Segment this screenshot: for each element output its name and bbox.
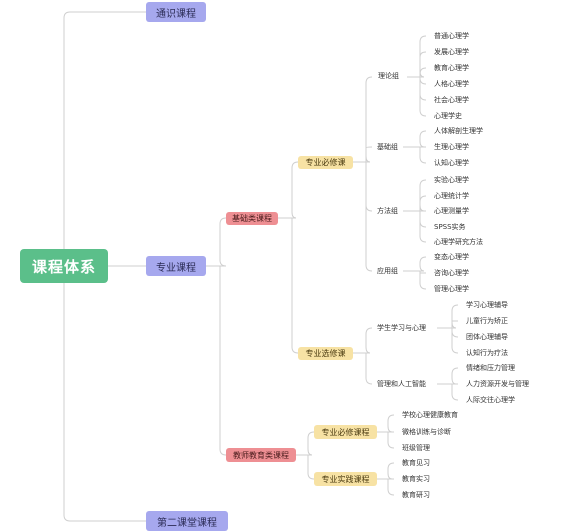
leaf-physiological-psychology[interactable]: 生理心理学: [434, 143, 469, 151]
teacher-required-node[interactable]: 专业必修课程: [314, 425, 377, 439]
leaf-educational-psychology[interactable]: 教育心理学: [434, 64, 469, 72]
leaf-learning-counseling[interactable]: 学习心理辅导: [466, 301, 508, 309]
leaf-education-internship[interactable]: 教育实习: [402, 475, 430, 483]
leaf-school-mental-health[interactable]: 学校心理健康教育: [402, 411, 458, 419]
leaf-psych-measurement[interactable]: 心理测量学: [434, 207, 469, 215]
group-theory[interactable]: 理论组: [378, 72, 399, 80]
leaf-general-psychology[interactable]: 普通心理学: [434, 32, 469, 40]
leaf-interpersonal[interactable]: 人际交往心理学: [466, 396, 515, 404]
group-method[interactable]: 方法组: [377, 207, 398, 215]
leaf-psych-statistics[interactable]: 心理统计学: [434, 192, 469, 200]
group-applied[interactable]: 应用组: [377, 267, 398, 275]
required-course-node[interactable]: 专业必修课: [298, 156, 353, 169]
basic-course-node[interactable]: 基础类课程: [226, 212, 278, 225]
leaf-developmental-psychology[interactable]: 发展心理学: [434, 48, 469, 56]
leaf-class-management[interactable]: 班级管理: [402, 444, 430, 452]
leaf-counseling-psychology[interactable]: 咨询心理学: [434, 269, 469, 277]
root-node[interactable]: 课程体系: [20, 249, 108, 283]
leaf-management-psychology[interactable]: 管理心理学: [434, 285, 469, 293]
leaf-abnormal-psychology[interactable]: 变态心理学: [434, 253, 469, 261]
second-classroom-node[interactable]: 第二课堂课程: [146, 511, 228, 531]
leaf-microteaching[interactable]: 微格训练与诊断: [402, 428, 451, 436]
teacher-practice-node[interactable]: 专业实践课程: [314, 472, 377, 486]
leaf-personality-psychology[interactable]: 人格心理学: [434, 80, 469, 88]
teacher-education-node[interactable]: 教师教育类课程: [226, 448, 296, 462]
leaf-education-observation[interactable]: 教育见习: [402, 459, 430, 467]
leaf-experimental-psychology[interactable]: 实验心理学: [434, 176, 469, 184]
leaf-human-resources[interactable]: 人力资源开发与管理: [466, 380, 529, 388]
leaf-education-research[interactable]: 教育研习: [402, 491, 430, 499]
group-management[interactable]: 管理和人工智能: [377, 380, 426, 388]
group-foundation[interactable]: 基础组: [377, 143, 398, 151]
major-course-node[interactable]: 专业课程: [146, 256, 206, 276]
leaf-group-counseling[interactable]: 团体心理辅导: [466, 333, 508, 341]
leaf-anatomy-physiology[interactable]: 人体解剖生理学: [434, 127, 483, 135]
leaf-child-behavior[interactable]: 儿童行为矫正: [466, 317, 508, 325]
leaf-research-methods[interactable]: 心理学研究方法: [434, 238, 483, 246]
group-learning[interactable]: 学生学习与心理: [377, 324, 426, 332]
leaf-history-psychology[interactable]: 心理学史: [434, 112, 462, 120]
general-course-node[interactable]: 通识课程: [146, 2, 206, 22]
leaf-emotion-stress[interactable]: 情绪和压力管理: [466, 364, 515, 372]
elective-course-node[interactable]: 专业选修课: [298, 347, 353, 360]
leaf-cognitive-psychology[interactable]: 认知心理学: [434, 159, 469, 167]
leaf-social-psychology[interactable]: 社会心理学: [434, 96, 469, 104]
leaf-cbt[interactable]: 认知行为疗法: [466, 349, 508, 357]
leaf-spss[interactable]: SPSS实务: [434, 223, 466, 231]
